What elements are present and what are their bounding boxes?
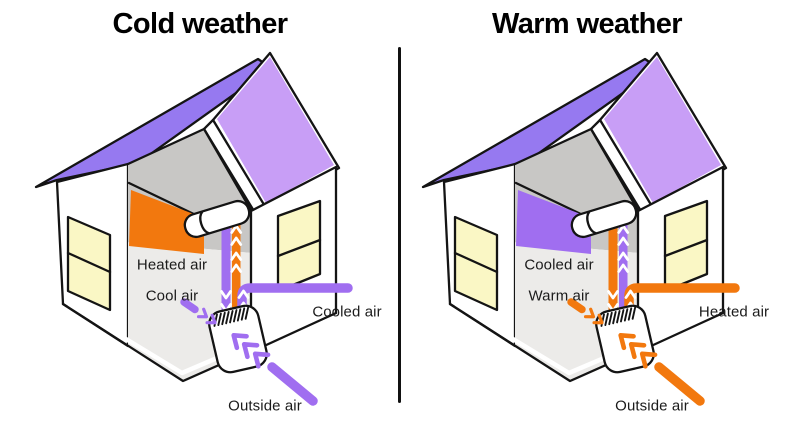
label-pipe-air: Heated air xyxy=(698,303,770,321)
label-pipe-air: Cooled air xyxy=(312,303,382,321)
panel-warm-weather: Warm weather Cooled air Warm air Heated … xyxy=(400,0,800,425)
house-illustration xyxy=(387,0,787,425)
label-outside-air: Outside air xyxy=(615,397,689,415)
label-indoor-air: Cooled air xyxy=(524,256,594,274)
panel-cold-weather: Cold weather Heated air Cool air Cooled … xyxy=(0,0,400,425)
panel-divider xyxy=(398,47,401,403)
label-intake-air: Warm air xyxy=(528,287,590,305)
label-indoor-air: Heated air xyxy=(136,256,208,274)
label-outside-air: Outside air xyxy=(228,397,302,415)
panel-title: Cold weather xyxy=(112,8,288,40)
panel-title: Warm weather xyxy=(492,8,683,40)
label-intake-air: Cool air xyxy=(145,287,199,305)
house-illustration xyxy=(0,0,400,425)
